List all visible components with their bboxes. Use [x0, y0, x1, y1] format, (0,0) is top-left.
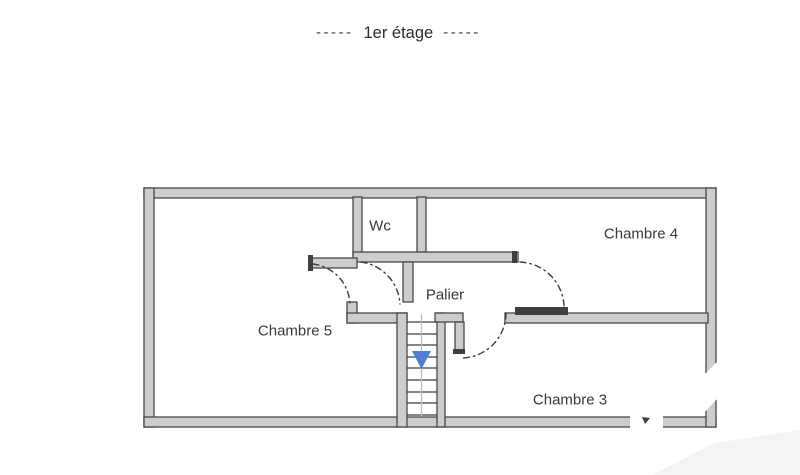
wall-outer-left: [143, 187, 155, 428]
title-dash-left: -----: [316, 24, 354, 41]
wall-palier-north: [352, 251, 519, 263]
staircase: [407, 314, 437, 416]
wall-outer-top: [143, 187, 717, 199]
room-label-chambre-5: Chambre 5: [257, 322, 333, 340]
wall-chambre5-door-stub: [309, 257, 358, 269]
wall-wc-left: [352, 196, 363, 256]
title-dash-right: -----: [443, 24, 481, 41]
watermark: [630, 362, 800, 475]
wall-stairs-right-cap: [434, 312, 464, 323]
floor-title: ----- 1er étage -----: [316, 24, 481, 43]
door-arcs: [312, 261, 565, 359]
door-arc-chambre5: [312, 263, 351, 307]
watermark-corner-shade: [651, 430, 800, 475]
outer-walls: [143, 187, 717, 428]
wall-chambre3-door-jamb: [454, 321, 465, 354]
watermark-tick: [642, 417, 650, 424]
wall-outer-right: [705, 187, 717, 428]
wall-wc-door-jamb: [402, 261, 414, 303]
room-label-chambre-3: Chambre 3: [532, 391, 608, 409]
watermark-cut-right-wall: [703, 362, 717, 414]
door-arc-wc: [360, 261, 401, 305]
wall-chambre5-door-endcap: [308, 255, 313, 271]
wall-wc-right: [416, 196, 427, 256]
page-title: 1er étage: [363, 24, 434, 42]
stairs-down-arrow-icon: [412, 351, 431, 369]
door-leaf-chambre4: [515, 307, 568, 315]
wall-stairs-right: [436, 312, 446, 428]
door-arc-chambre4: [519, 261, 565, 307]
inner-walls: [308, 196, 709, 428]
room-label-wc: Wc: [369, 217, 391, 235]
wall-chambre3-north: [504, 312, 709, 324]
wall-stairs-left: [396, 312, 408, 428]
door-arc-chambre3: [460, 312, 507, 359]
room-label-chambre-4: Chambre 4: [603, 225, 679, 243]
wall-palier-north-endcap: [512, 251, 517, 263]
room-label-palier: Palier: [425, 286, 465, 304]
wall-chambre3-door-endcap: [453, 349, 465, 354]
